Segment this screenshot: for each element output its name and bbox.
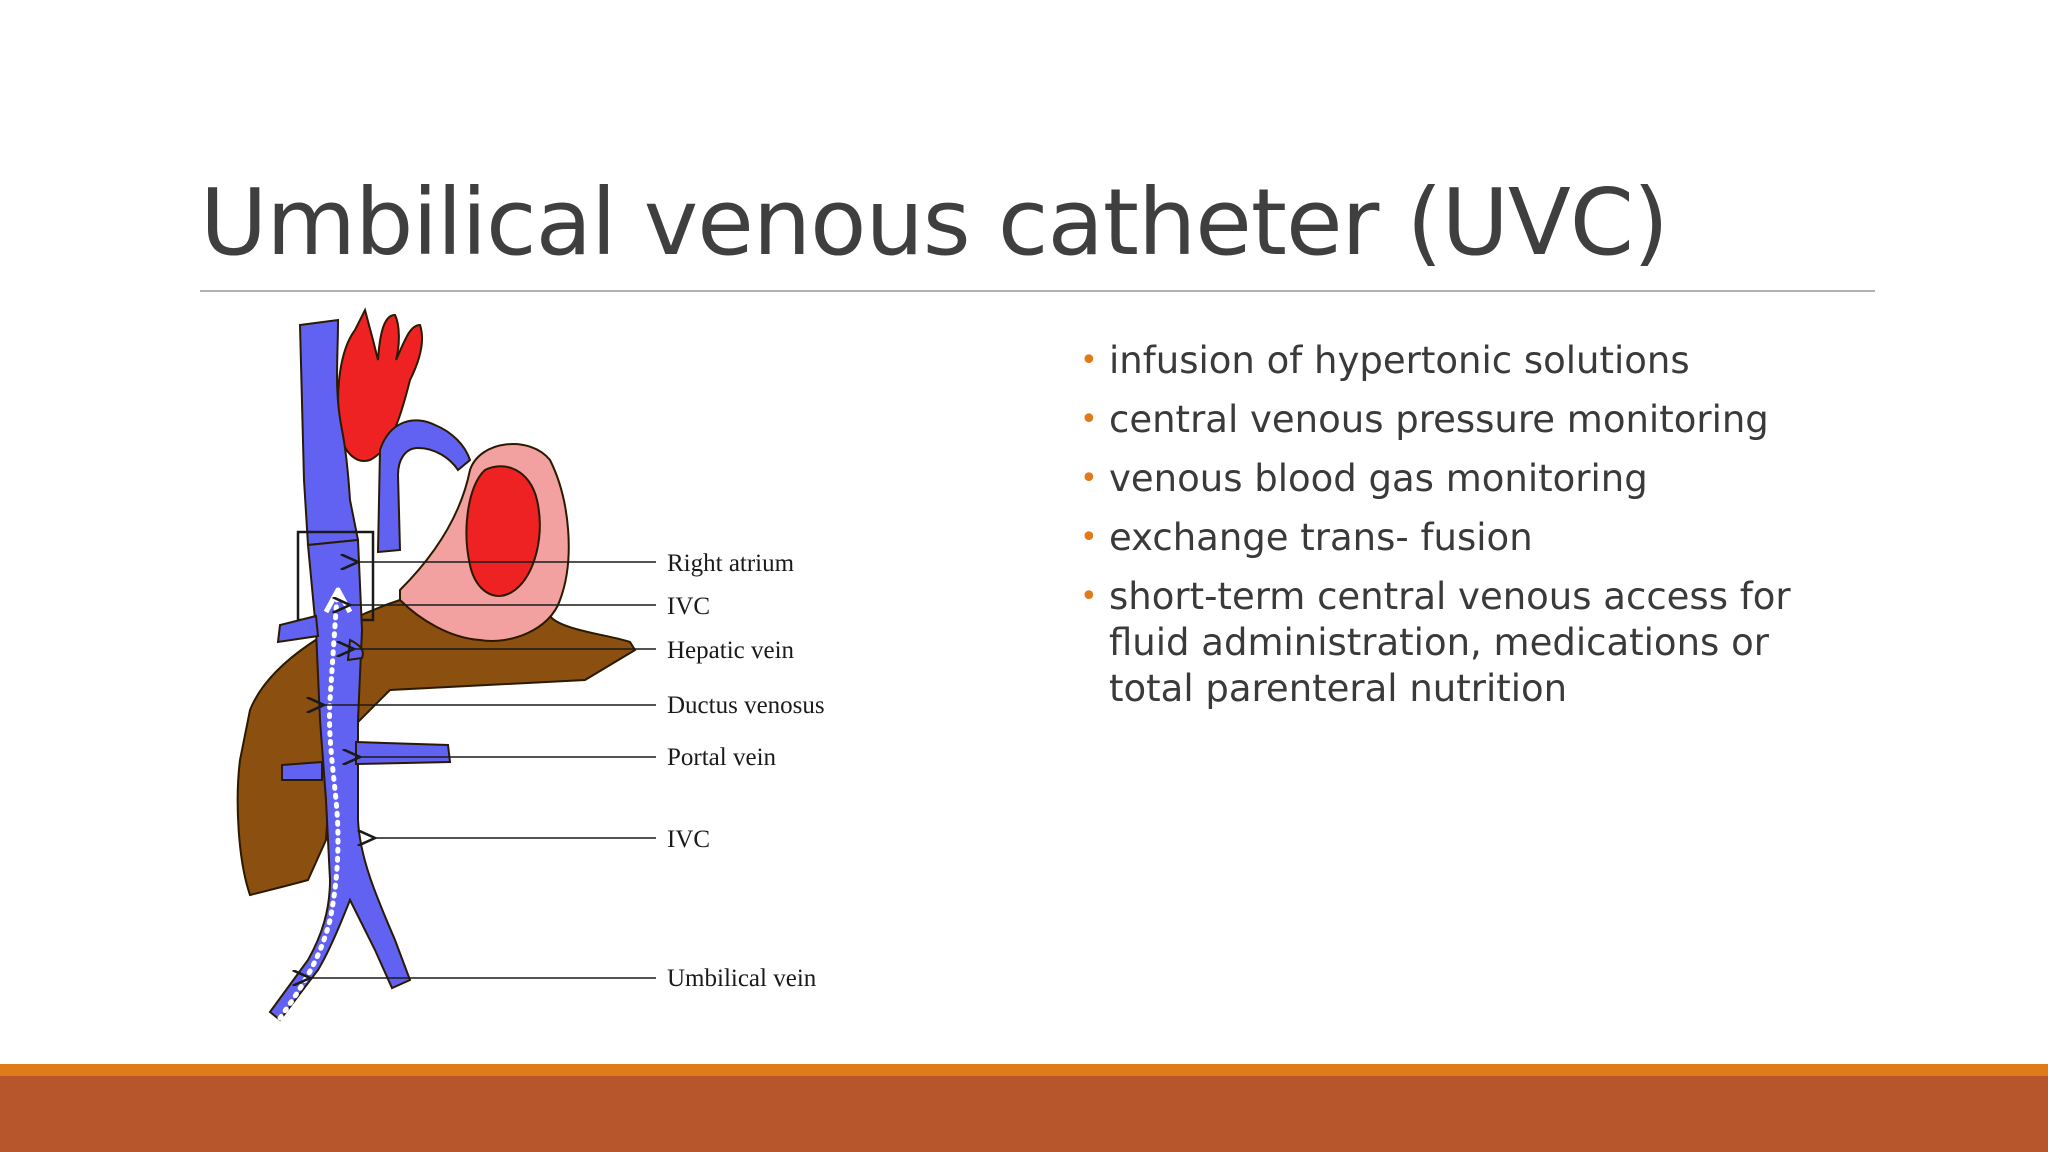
bullet-text: short-term central venous access for flu… — [1109, 575, 1791, 710]
bullet-item: • short-term central venous access for fl… — [1078, 574, 1858, 712]
label-portal-vein: Portal vein — [667, 744, 777, 771]
label-ductus-venosus: Ductus venosus — [667, 692, 825, 719]
anatomy-svg: Right atrium IVC Hepatic vein Ductus ven… — [236, 307, 825, 1022]
bullet-list: • infusion of hypertonic solutions • centr… — [1078, 338, 1858, 725]
label-ivc-lower: IVC — [667, 826, 710, 853]
superior-vena-cava-shape — [298, 318, 360, 547]
bullet-item: • central venous pressure monitoring — [1078, 397, 1858, 443]
footer-accent-stripe — [0, 1064, 2048, 1076]
portal-vein-left-shape — [281, 760, 323, 781]
bullet-item: • exchange trans- fusion — [1078, 515, 1858, 561]
label-hepatic-vein: Hepatic vein — [667, 637, 795, 664]
inferior-vena-cava-shape — [268, 538, 412, 1022]
slide-title: Umbilical venous catheter (UVC) — [200, 169, 1669, 276]
bullet-marker: • — [1080, 579, 1098, 614]
label-umbilical-vein: Umbilical vein — [667, 965, 817, 992]
bullet-text: central venous pressure monitoring — [1109, 398, 1769, 441]
portal-vein-shape — [355, 740, 452, 766]
title-divider — [200, 290, 1875, 292]
pulmonary-vessel-shape — [376, 419, 472, 554]
bullet-marker: • — [1080, 343, 1098, 378]
bullet-marker: • — [1080, 520, 1098, 555]
bullet-item: • venous blood gas monitoring — [1078, 456, 1858, 502]
footer-bar — [0, 1076, 2048, 1152]
label-right-atrium: Right atrium — [667, 550, 795, 577]
bullet-text: venous blood gas monitoring — [1109, 457, 1648, 500]
bullet-marker: • — [1080, 402, 1098, 437]
bullet-marker: • — [1080, 461, 1098, 496]
bullet-text: infusion of hypertonic solutions — [1109, 339, 1690, 382]
heart-ventricle-shape — [465, 465, 541, 597]
label-ivc-upper: IVC — [667, 593, 710, 620]
catheter-path — [277, 587, 341, 1021]
bullet-text: exchange trans- fusion — [1109, 516, 1533, 559]
hepatic-vein-shape — [276, 614, 320, 644]
uvc-anatomy-diagram: Right atrium IVC Hepatic vein Ductus ven… — [230, 300, 890, 1040]
bullet-item: • infusion of hypertonic solutions — [1078, 338, 1858, 384]
